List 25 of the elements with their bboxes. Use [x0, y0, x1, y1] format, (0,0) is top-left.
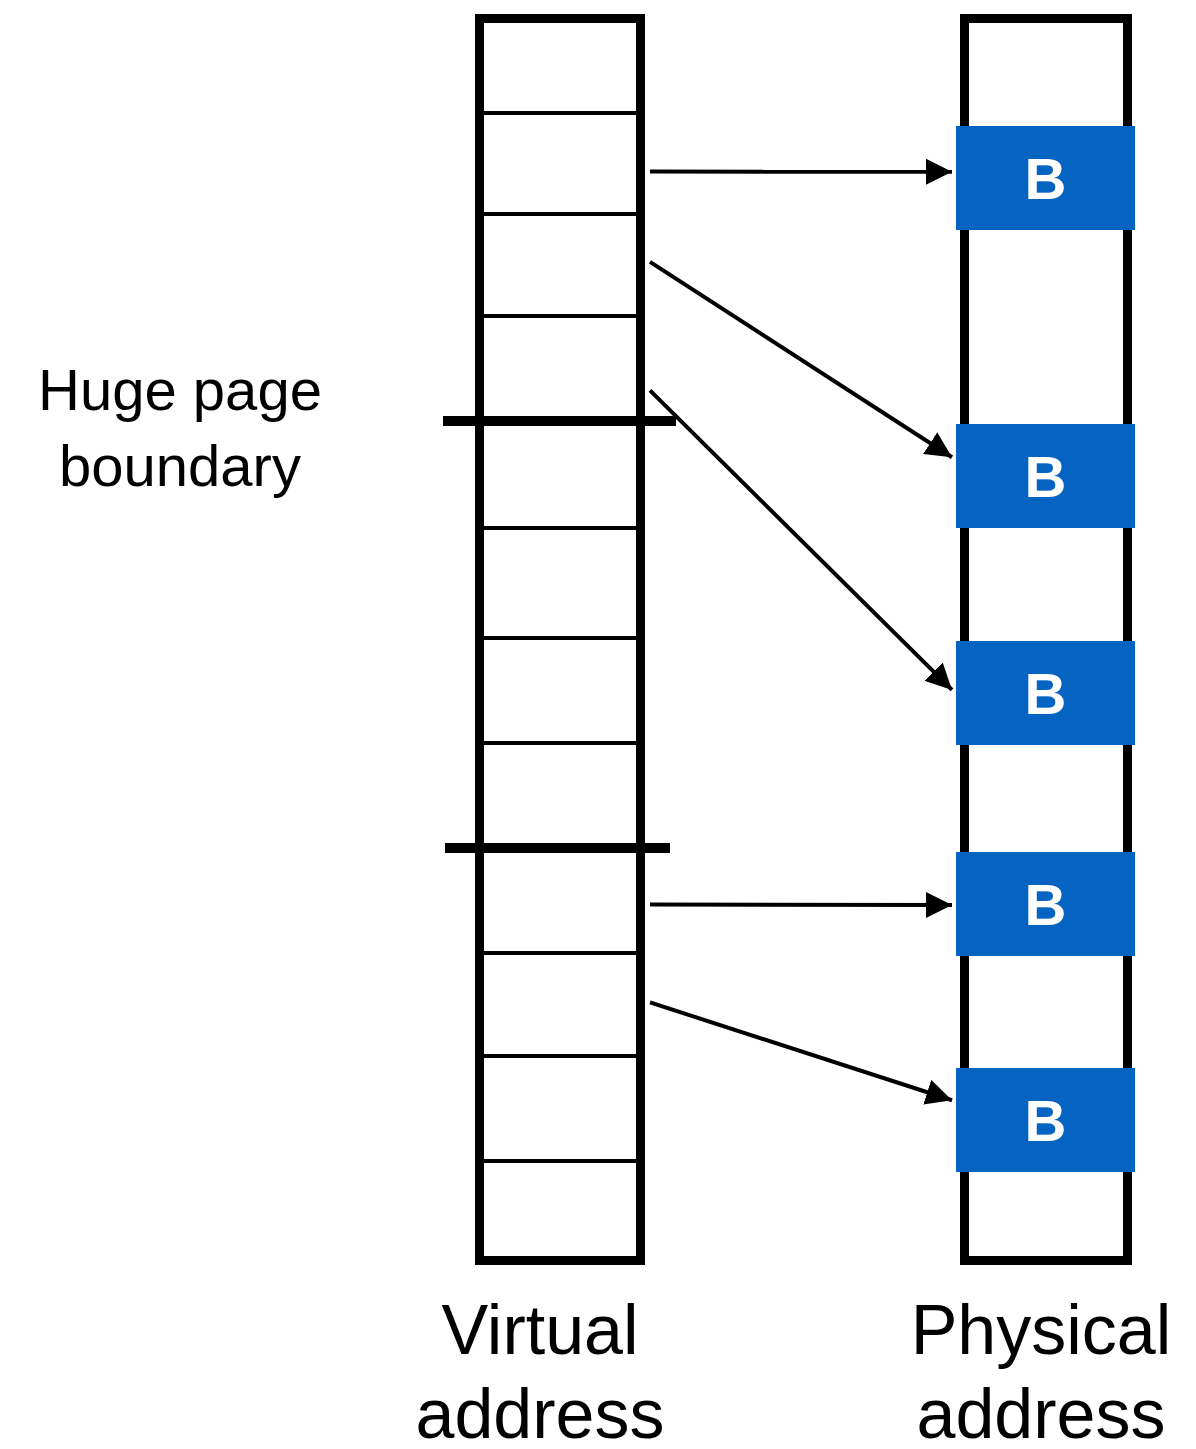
memory-cell: [475, 426, 645, 530]
memory-cell: [475, 1058, 645, 1163]
memory-cell: [475, 530, 645, 640]
arrow: [650, 158, 952, 185]
memory-cell: [475, 318, 645, 426]
memory-cell: [475, 115, 645, 216]
boundary-label: Huge page boundary: [37, 356, 323, 500]
column-label: Physical address: [909, 1290, 1173, 1449]
column-label: Virtual address: [414, 1290, 666, 1449]
arrow: [648, 260, 954, 459]
memory-block: B: [956, 424, 1135, 528]
memory-block: B: [956, 852, 1135, 956]
arrow: [649, 1000, 953, 1105]
memory-cell: [475, 216, 645, 318]
memory-cell: [475, 745, 645, 853]
memory-cell: [475, 14, 645, 115]
memory-block: B: [956, 1068, 1135, 1172]
memory-block: B: [956, 641, 1135, 745]
memory-cell: [475, 955, 645, 1058]
memory-cell: [475, 1163, 645, 1265]
arrow: [650, 892, 952, 918]
memory-cell: [475, 640, 645, 745]
memory-block: B: [956, 126, 1135, 230]
memory-cell: [475, 853, 645, 955]
arrow: [648, 389, 954, 692]
